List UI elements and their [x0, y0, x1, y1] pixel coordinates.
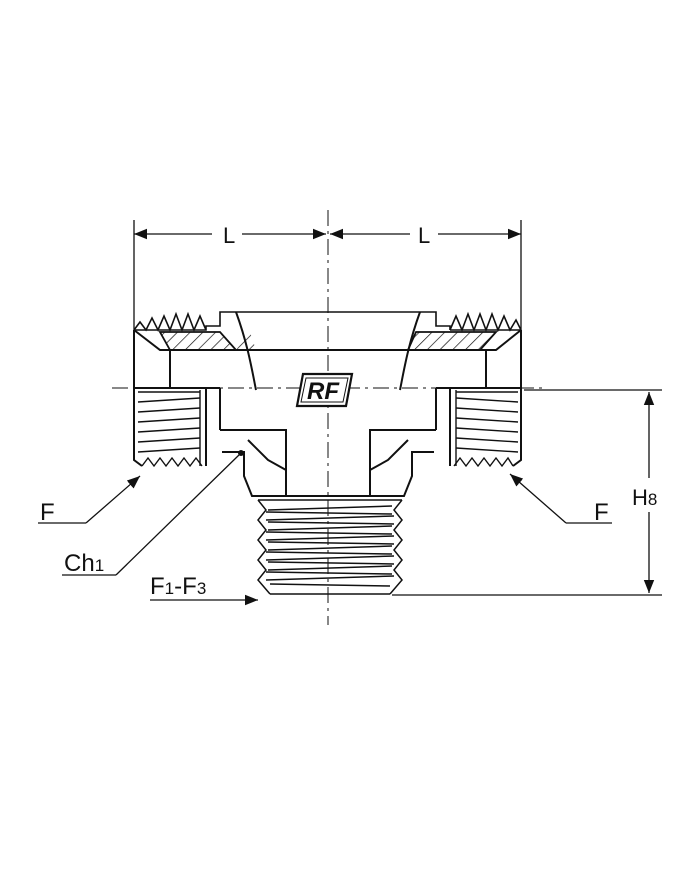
callout-bottom-thread: F1-F3 — [150, 573, 206, 600]
callout-right-thread: F — [594, 499, 609, 526]
chamfer-dot — [238, 450, 244, 456]
callout-chamfer: Ch1 — [64, 550, 104, 577]
right-port-thread — [453, 390, 519, 468]
left-port-thread — [137, 390, 203, 468]
logo-text: RF — [307, 378, 340, 405]
height-dimension — [392, 389, 662, 596]
bottom-thread — [257, 499, 403, 595]
length-label-right: L — [418, 223, 430, 248]
height-label: H8 — [632, 485, 657, 510]
callout-left-thread: F — [40, 499, 55, 526]
left-top-thread — [133, 311, 522, 333]
body-outline — [133, 311, 522, 497]
length-dimension — [133, 220, 522, 330]
length-label-left: L — [223, 223, 235, 248]
rf-logo: RF — [295, 372, 354, 408]
callout-leaders — [38, 453, 612, 606]
